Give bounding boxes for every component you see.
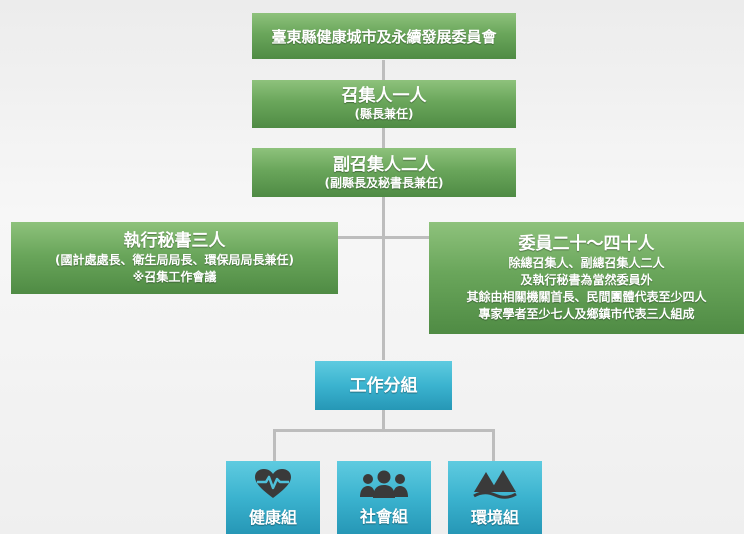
members-title: 委員二十～四十人 bbox=[518, 234, 655, 254]
secretary-box: 執行秘書三人 (國計處處長、衛生局局長、環保局局長兼任) ※召集工作會議 bbox=[11, 222, 338, 294]
members-line: 及執行秘書為當然委員外 bbox=[520, 273, 653, 287]
committee-title: 臺東縣健康城市及永續發展委員會 bbox=[271, 27, 497, 46]
society-group-box: 社會組 bbox=[337, 461, 431, 534]
connector-horizontal-middle bbox=[330, 236, 430, 239]
members-line: 專家學者至少七人及鄉鎮市代表三人組成 bbox=[478, 307, 695, 321]
group-label-health: 健康組 bbox=[248, 507, 297, 527]
heart-pulse-icon bbox=[253, 468, 293, 500]
group-label-society: 社會組 bbox=[359, 506, 408, 526]
mountains-icon bbox=[472, 468, 518, 500]
health-group-box: 健康組 bbox=[226, 461, 320, 534]
connector-groups-horizontal bbox=[273, 429, 495, 432]
deputy-box: 副召集人二人 (副縣長及秘書長兼任) bbox=[252, 148, 516, 197]
convener-title: 召集人一人 bbox=[341, 86, 427, 106]
members-box: 委員二十～四十人 除總召集人、副總召集人二人 及執行秘書為當然委員外 其餘由相關… bbox=[429, 222, 744, 334]
committee-box: 臺東縣健康城市及永續發展委員會 bbox=[252, 13, 516, 59]
environment-group-box: 環境組 bbox=[448, 461, 542, 534]
connector-vertical-main bbox=[382, 60, 385, 360]
secretary-note: (國計處處長、衛生局局長、環保局局長兼任) bbox=[55, 253, 294, 267]
work-box: 工作分組 bbox=[315, 361, 452, 410]
group-label-environment: 環境組 bbox=[470, 507, 519, 527]
deputy-note: (副縣長及秘書長兼任) bbox=[324, 175, 444, 190]
connector-group-left bbox=[273, 429, 276, 461]
convener-box: 召集人一人 (縣長兼任) bbox=[252, 80, 516, 128]
deputy-title: 副召集人二人 bbox=[333, 154, 435, 175]
convener-note: (縣長兼任) bbox=[354, 107, 414, 121]
secretary-title: 執行秘書三人 bbox=[123, 231, 226, 251]
members-line: 除總召集人、副總召集人二人 bbox=[508, 256, 665, 270]
connector-work-to-groups bbox=[382, 409, 385, 431]
members-line: 其餘由相關機關首長、民間團體代表至少四人 bbox=[466, 290, 707, 304]
people-icon bbox=[359, 469, 409, 499]
connector-group-right bbox=[492, 429, 495, 461]
secretary-extra: ※召集工作會議 bbox=[132, 270, 217, 284]
work-title: 工作分組 bbox=[349, 375, 418, 396]
